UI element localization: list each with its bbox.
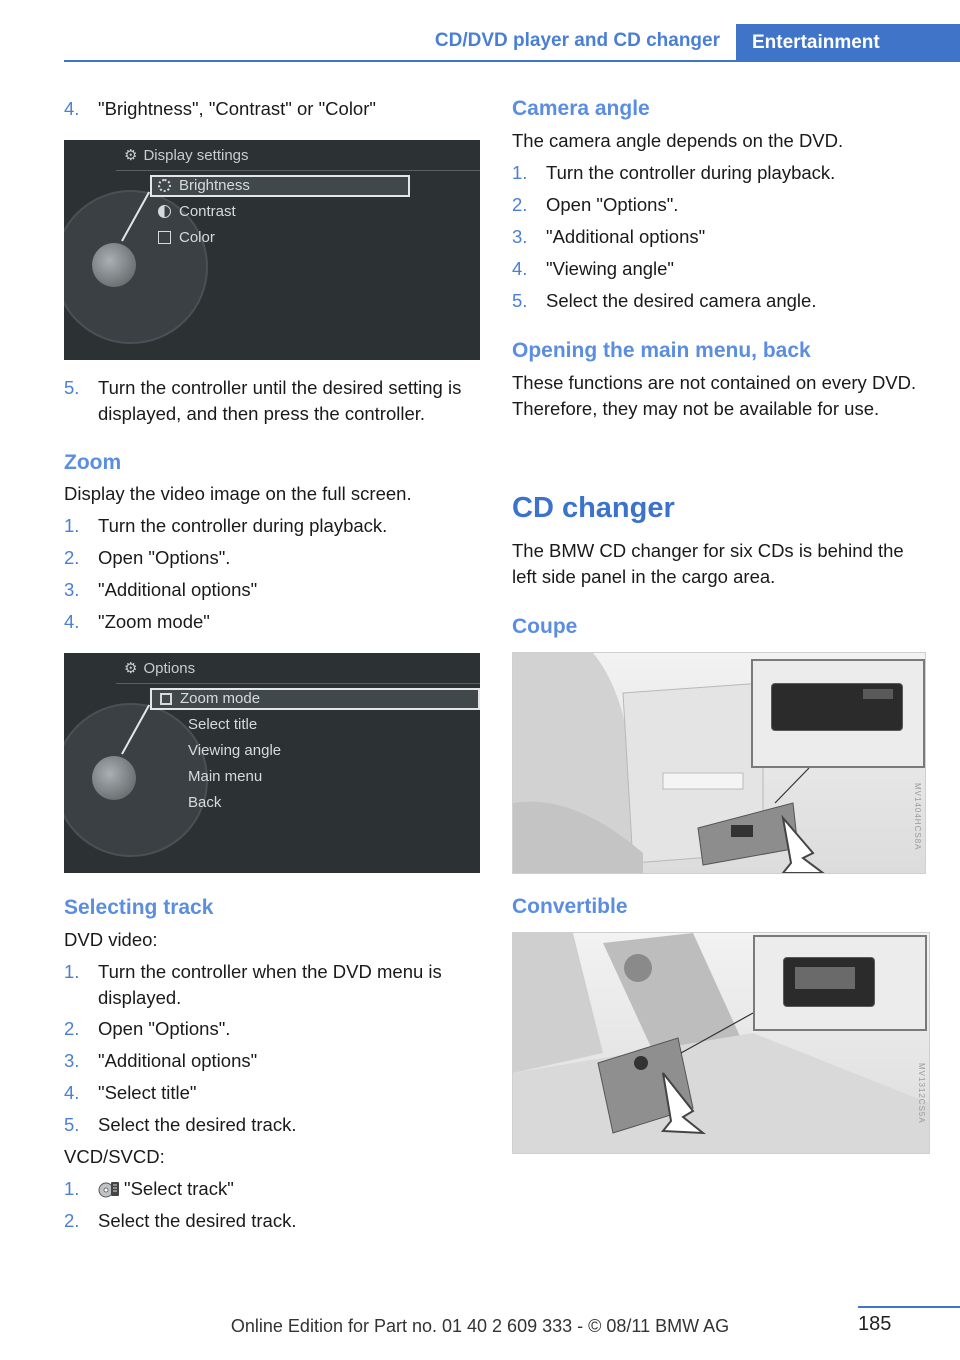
zoom-step: 2.Open "Options".	[64, 547, 231, 568]
coupe-cargo-photo: MV1404HCS8A	[512, 652, 926, 874]
menu-item-select-title: Select title	[188, 716, 258, 733]
settings-icon: ⚙	[124, 660, 138, 677]
selection-highlight	[150, 688, 480, 710]
figure-code: MV1312CS5A	[917, 1063, 926, 1124]
menu-item-contrast: Contrast	[158, 201, 236, 223]
main-menu-text: These functions are not contained on eve…	[512, 372, 917, 419]
heading-selecting-track: Selecting track	[64, 896, 214, 919]
camera-step: 3."Additional options"	[512, 226, 706, 247]
camera-step: 1.Turn the controller during playback.	[512, 162, 836, 183]
convertible-cargo-photo: MV1312CS5A	[512, 932, 930, 1154]
dvd-video-label: DVD video:	[64, 929, 158, 950]
step-text: "Brightness", "Contrast" or "Color"	[98, 98, 376, 119]
screen-title: ⚙Display settings	[124, 147, 249, 164]
display-settings-screenshot: ⚙Display settings Brightness Contrast Co…	[64, 140, 480, 360]
settings-icon: ⚙	[124, 147, 138, 164]
camera-step: 5.Select the desired camera angle.	[512, 290, 817, 311]
vcd-step: 2.Select the desired track.	[64, 1210, 297, 1231]
menu-item-color: Color	[158, 227, 215, 249]
cd-changer-text: The BMW CD changer for six CDs is behind…	[512, 540, 904, 587]
track-step: 4."Select title"	[64, 1082, 197, 1103]
contrast-icon	[158, 205, 171, 218]
vcd-svcd-label: VCD/SVCD:	[64, 1146, 165, 1167]
checkbox-icon	[160, 693, 172, 705]
track-step: 3."Additional options"	[64, 1050, 258, 1071]
color-icon	[158, 231, 171, 244]
track-step: 5.Select the desired track.	[64, 1114, 297, 1135]
zoom-step: 4."Zoom mode"	[64, 611, 210, 632]
brightness-icon	[158, 179, 171, 192]
step-brightness: 4. "Brightness", "Contrast" or "Color"	[64, 96, 484, 122]
step-number: 4.	[64, 98, 80, 119]
step-turn-controller: 5. Turn the controller until the desired…	[64, 377, 462, 424]
header-chapter-tab: Entertainment	[736, 24, 960, 62]
screen-title: ⚙Options	[124, 660, 196, 677]
coupe-detail-inset	[751, 659, 925, 768]
heading-zoom: Zoom	[64, 451, 122, 474]
page-number: 185	[858, 1313, 892, 1335]
vcd-step: 1. "Select track"	[64, 1178, 234, 1199]
disc-options-icon	[98, 1182, 119, 1198]
heading-camera-angle: Camera angle	[512, 97, 650, 120]
menu-item-back: Back	[188, 794, 222, 811]
menu-item-viewing-angle: Viewing angle	[188, 742, 282, 759]
zoom-step: 1.Turn the controller during playback.	[64, 515, 388, 536]
track-step: 1.Turn the controller when the DVD menu …	[64, 961, 442, 1008]
camera-intro: The camera angle depends on the DVD.	[512, 130, 844, 151]
footer-edition: Online Edition for Part no. 01 40 2 609 …	[230, 1316, 730, 1336]
heading-coupe: Coupe	[512, 615, 578, 638]
camera-step: 2.Open "Options".	[512, 194, 679, 215]
options-screenshot: ⚙Options Zoom mode Select title Viewing …	[64, 653, 480, 873]
menu-item-main-menu: Main menu	[188, 768, 263, 785]
convertible-detail-inset	[753, 935, 927, 1031]
track-step: 2.Open "Options".	[64, 1018, 231, 1039]
heading-convertible: Convertible	[512, 895, 628, 918]
header-section-title: CD/DVD player and CD changer	[434, 30, 720, 51]
camera-step: 4."Viewing angle"	[512, 258, 674, 279]
convertible-cargo-illustration	[513, 933, 929, 1153]
menu-item-zoom-mode: Zoom mode	[160, 688, 260, 710]
selection-highlight	[150, 175, 410, 197]
heading-main-menu-back: Opening the main menu, back	[512, 339, 811, 362]
controller-knob	[92, 756, 136, 800]
controller-knob	[92, 243, 136, 287]
figure-code: MV1404HCS8A	[913, 783, 922, 851]
coupe-cargo-illustration	[513, 653, 825, 873]
zoom-step: 3."Additional options"	[64, 579, 258, 600]
heading-cd-changer: CD changer	[512, 492, 675, 524]
header-rule	[64, 60, 960, 62]
zoom-intro: Display the video image on the full scre…	[64, 483, 412, 504]
footer-rule	[858, 1306, 960, 1308]
menu-item-brightness: Brightness	[158, 175, 250, 197]
